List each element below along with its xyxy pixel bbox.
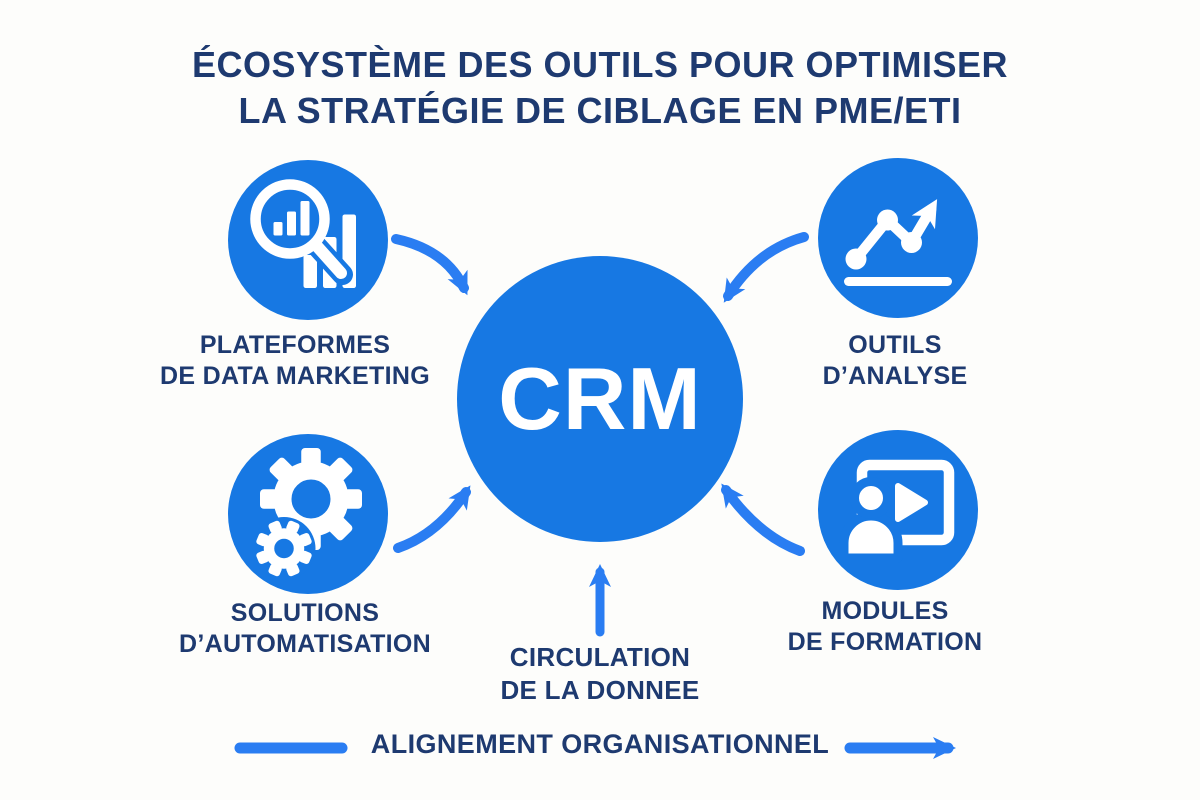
label-line: D’ANALYSE bbox=[822, 362, 968, 391]
arrow-formation-to-crm bbox=[721, 483, 805, 556]
label-line: CIRCULATION bbox=[509, 642, 691, 672]
label-line: D’AUTOMATISATION bbox=[178, 630, 431, 659]
label-line: SOLUTIONS bbox=[230, 599, 380, 627]
label-plateformes-data-marketing: PLATEFORMES DE DATA MARKETING bbox=[105, 330, 485, 393]
crm-hub-label: CRM bbox=[498, 349, 702, 448]
arrow-data-marketing-to-crm bbox=[391, 234, 469, 296]
training-presentation-icon bbox=[839, 459, 955, 563]
label-line: MODULES bbox=[821, 597, 949, 625]
node-outils-analyse bbox=[818, 158, 978, 318]
node-plateformes-data-marketing bbox=[228, 160, 388, 320]
label-line: DE DATA MARKETING bbox=[160, 362, 430, 391]
magnifier-bar-chart-icon bbox=[250, 179, 356, 288]
gears-icon bbox=[252, 448, 362, 580]
arrow-analyse-to-crm bbox=[723, 232, 809, 303]
label-solutions-automatisation: SOLUTIONS D’AUTOMATISATION bbox=[115, 598, 495, 661]
label-circulation-donnee: CIRCULATION DE LA DONNEE bbox=[440, 641, 760, 706]
arrow-automatisation-to-crm bbox=[393, 485, 471, 553]
node-solutions-automatisation bbox=[228, 434, 388, 594]
page-title-line2: LA STRATÉGIE DE CIBLAGE EN PME/ETI bbox=[238, 90, 962, 132]
page-title: ÉCOSYSTÈME DES OUTILS POUR OPTIMISER LA … bbox=[0, 42, 1200, 134]
label-line: DE FORMATION bbox=[787, 628, 983, 657]
page-title-line1: ÉCOSYSTÈME DES OUTILS POUR OPTIMISER bbox=[191, 44, 1009, 85]
label-line: OUTILS bbox=[848, 331, 942, 359]
label-line: PLATEFORMES bbox=[199, 331, 391, 359]
trend-line-chart-icon bbox=[844, 199, 952, 286]
label-modules-formation: MODULES DE FORMATION bbox=[730, 596, 1040, 659]
label-outils-analyse: OUTILS D’ANALYSE bbox=[740, 330, 1050, 393]
crm-hub-circle: CRM bbox=[457, 256, 743, 542]
footer-alignement-label: ALIGNEMENT ORGANISATIONNEL bbox=[370, 729, 830, 759]
node-modules-formation bbox=[818, 430, 978, 590]
label-line: DE LA DONNEE bbox=[500, 674, 700, 705]
